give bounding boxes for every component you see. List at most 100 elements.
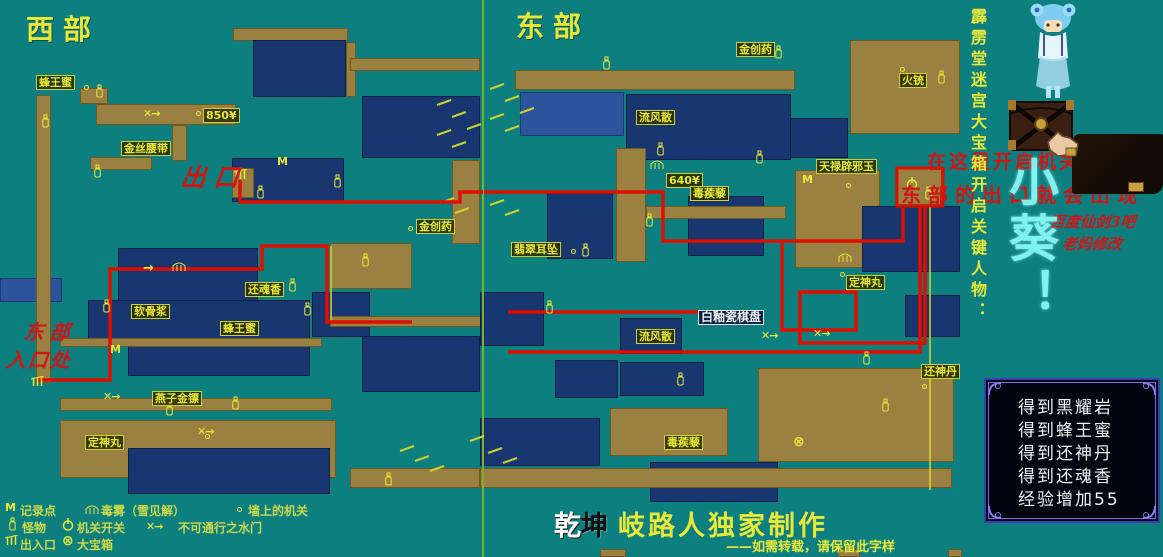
item-label: 流风散 xyxy=(636,110,675,125)
item-label: 毒蒺藜 xyxy=(664,435,703,450)
exit-annotation: 出口 xyxy=(179,163,249,192)
monster-icon xyxy=(102,299,111,315)
map-block xyxy=(646,206,786,219)
fog-icon xyxy=(650,159,664,172)
watergate-icon: ✕→ xyxy=(146,520,163,533)
monster-icon xyxy=(333,174,342,190)
map-block xyxy=(790,118,848,158)
monster-icon xyxy=(256,185,265,201)
monster-icon xyxy=(656,142,665,158)
item-label: 金创药 xyxy=(736,42,775,57)
watergate-icon: ✕→ xyxy=(103,390,120,403)
dot-icon xyxy=(84,85,89,90)
item-label: 640¥ xyxy=(666,173,703,188)
monster-icon xyxy=(41,114,50,130)
map-block xyxy=(480,292,544,346)
map-block xyxy=(232,168,254,198)
record-icon: M xyxy=(5,501,16,514)
teleport-dash xyxy=(489,113,505,120)
item-label: 定神丸 xyxy=(85,435,124,450)
switch-highlight-box xyxy=(895,166,945,208)
teleport-dash xyxy=(451,111,467,118)
teleport-dash xyxy=(519,107,535,114)
item-label: 金丝腰带 xyxy=(121,141,171,156)
teleport-dash xyxy=(489,83,505,90)
maker-credit: 乾坤岐路人独家制作 xyxy=(554,504,828,543)
legend-label: 大宝箱 xyxy=(77,538,114,552)
dialog-corner-ornament xyxy=(1142,505,1156,519)
monster-icon xyxy=(924,186,933,202)
map-block xyxy=(90,157,152,170)
item-label: 蜂王蜜 xyxy=(36,75,75,90)
monster-icon xyxy=(93,164,102,180)
dialog-line: 得到蜂王蜜 xyxy=(1018,421,1113,441)
dialog-corner-ornament xyxy=(988,382,1002,396)
teleport-dash xyxy=(414,455,430,462)
teleport-dash xyxy=(436,129,452,136)
maker-credit-kun: 坤 xyxy=(581,511,608,542)
item-label: 流风散 xyxy=(636,329,675,344)
monster-icon xyxy=(288,278,297,294)
dialog-line: 得到黑耀岩 xyxy=(1018,398,1113,418)
teleport-dash xyxy=(504,95,520,102)
switch-icon xyxy=(906,177,918,192)
character-name-xiaokui: 小葵！ xyxy=(1001,156,1060,324)
map-block xyxy=(172,125,187,161)
east-entrance-annotation-line2: 入口处 xyxy=(4,348,74,372)
legend-label: 出入口 xyxy=(20,538,57,552)
switch-icon xyxy=(62,518,74,533)
dialog-line: 得到还魂香 xyxy=(1018,467,1113,487)
teleport-dash xyxy=(502,457,518,464)
chest-icon: ⊗ xyxy=(62,533,74,549)
walkthrough-route xyxy=(238,180,483,204)
dot-icon xyxy=(196,111,201,116)
gold-trinket xyxy=(1128,182,1144,192)
dot-icon xyxy=(846,183,851,188)
teleport-dash xyxy=(429,465,445,472)
walkthrough-route xyxy=(36,244,412,382)
walkthrough-route xyxy=(508,206,922,354)
monster-icon xyxy=(8,517,17,533)
map-block xyxy=(253,40,346,97)
dark-backdrop-fragment xyxy=(1072,134,1163,194)
map-block xyxy=(758,368,954,462)
teleport-dash xyxy=(454,207,470,214)
record-icon: M xyxy=(110,343,121,356)
monster-icon xyxy=(361,253,370,269)
item-label: 燕子金镖 xyxy=(152,391,202,406)
legend-label: 记录点 xyxy=(20,504,57,518)
map-block xyxy=(362,336,480,392)
walkthrough-route xyxy=(780,206,927,345)
teleport-dash xyxy=(451,141,467,148)
item-label: 翡翠耳坠 xyxy=(511,242,561,257)
fog-icon xyxy=(172,261,186,274)
map-block xyxy=(520,92,624,136)
entrance-icon xyxy=(233,168,248,182)
monster-icon xyxy=(384,472,393,488)
hand-cursor-icon xyxy=(1042,126,1084,164)
item-label: 还神丹 xyxy=(921,364,960,379)
monster-icon xyxy=(602,56,611,72)
dialog-corner-ornament xyxy=(988,505,1002,519)
maker-credit-qian: 乾 xyxy=(554,511,581,542)
monster-icon xyxy=(881,398,890,414)
monster-icon xyxy=(645,213,654,229)
west-region-title: 西部 xyxy=(26,13,101,46)
map-block xyxy=(128,448,330,494)
watergate-icon: ✕→ xyxy=(197,425,214,438)
reward-dialog-box: 得到黑耀岩得到蜂王蜜得到还神丹得到还魂香经验增加55 xyxy=(984,378,1160,523)
record-icon: M xyxy=(277,155,288,168)
dot-icon xyxy=(840,272,845,277)
dialog-corner-ornament xyxy=(1142,382,1156,396)
entrance-icon xyxy=(30,375,45,389)
teleport-dash xyxy=(504,125,520,132)
map-block xyxy=(80,88,108,104)
entrance-icon xyxy=(4,534,19,548)
map-block xyxy=(118,248,258,301)
monster-icon xyxy=(303,302,312,318)
fog-icon xyxy=(838,252,852,265)
map-block xyxy=(555,360,618,398)
